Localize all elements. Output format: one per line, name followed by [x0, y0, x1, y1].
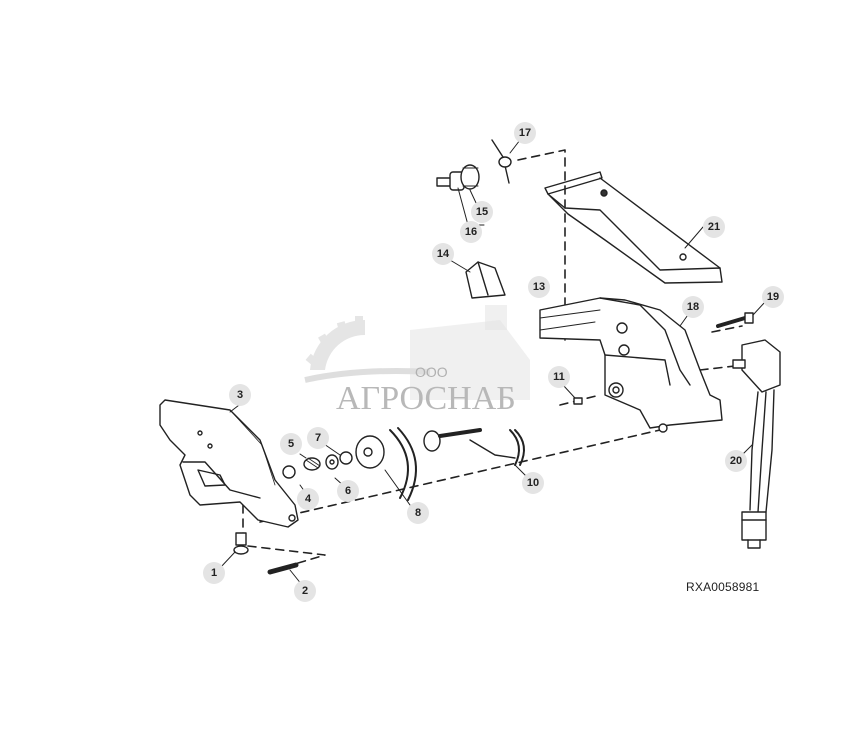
watermark-prefix: ООО [415, 364, 448, 380]
part-21-bracket-plate [544, 171, 723, 284]
callout-5: 5 [280, 433, 302, 455]
callout-4: 4 [297, 488, 319, 510]
watermark-logo [300, 300, 550, 430]
part-17-torsion-spring [491, 139, 521, 184]
callout-1: 1 [203, 562, 225, 584]
callout-14: 14 [432, 243, 454, 265]
reference-code: RXA0058981 [686, 580, 760, 594]
part-15-16-gear-shaft [436, 164, 485, 226]
part-10-return-spring [423, 428, 529, 479]
callout-2: 2 [294, 580, 316, 602]
callout-19: 19 [762, 286, 784, 308]
assembly-guide-lines [242, 149, 743, 567]
callout-8: 8 [407, 502, 429, 524]
callout-20: 20 [725, 450, 747, 472]
watermark-brand: АГРОСНАБ [336, 380, 516, 417]
callout-18: 18 [682, 296, 704, 318]
part-20-switch-harness [732, 339, 781, 549]
part-18-pedal-housing [539, 297, 723, 433]
callout-15: 15 [471, 201, 493, 223]
part-11-nut [562, 384, 583, 405]
callout-17: 17 [514, 122, 536, 144]
callout-21: 21 [703, 216, 725, 238]
callout-3: 3 [229, 384, 251, 406]
part-1-screw [219, 532, 249, 569]
part-19-bolt [716, 301, 766, 328]
part-3-pedal-arm [159, 399, 299, 528]
callout-7: 7 [307, 427, 329, 449]
callout-13: 13 [528, 276, 550, 298]
part-14-cover-cap [449, 259, 506, 299]
gear-combine-icon [304, 305, 530, 400]
callout-6: 6 [337, 480, 359, 502]
callout-11: 11 [548, 366, 570, 388]
callout-16: 16 [460, 221, 482, 243]
callout-10: 10 [522, 472, 544, 494]
parts-4-7-hardware [282, 443, 353, 493]
part-8-pedal-lever [355, 427, 417, 506]
